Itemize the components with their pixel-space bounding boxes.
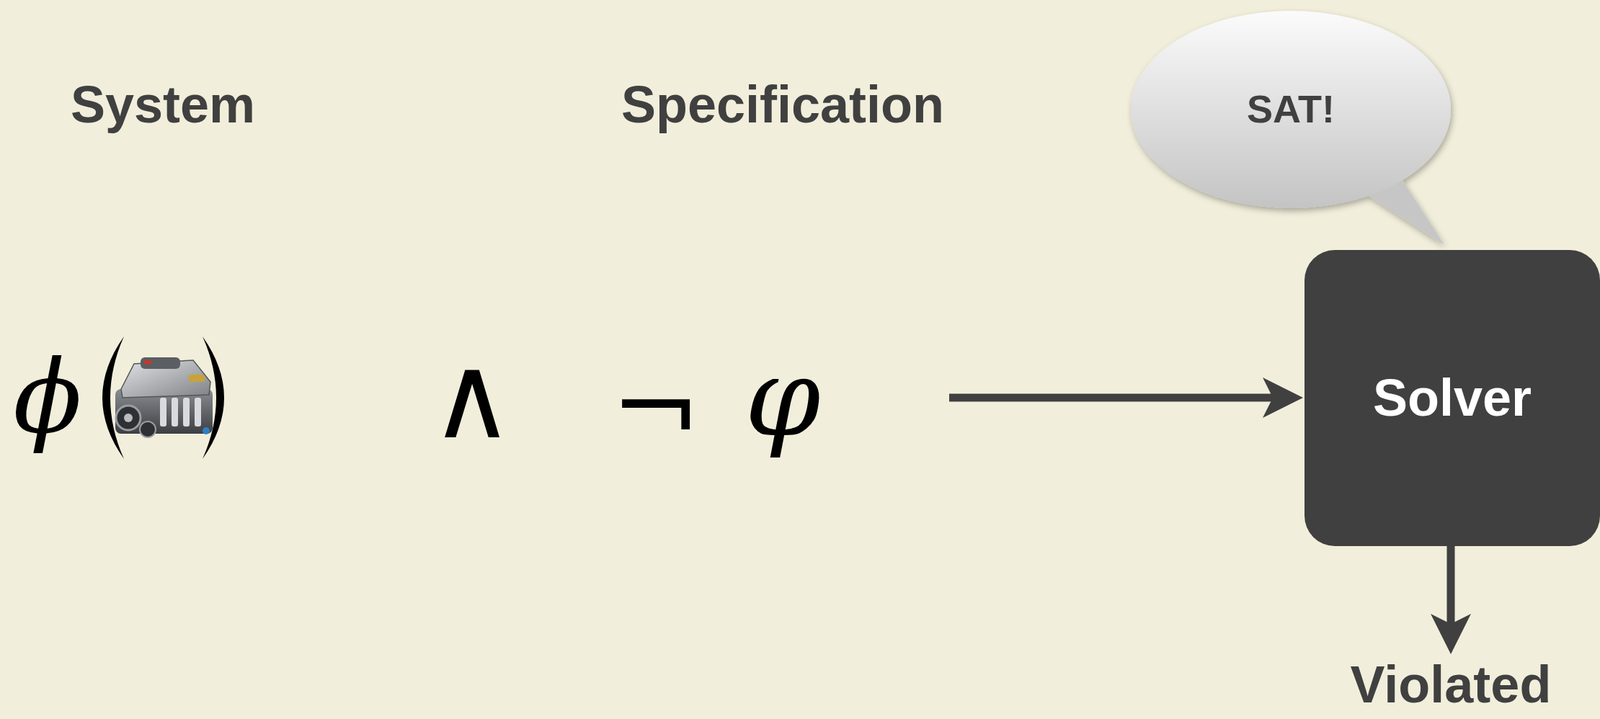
node-text: Solver [1372, 369, 1532, 427]
speech-bubble: SAT! [1129, 9, 1453, 210]
column-heading: System [70, 78, 256, 131]
math-symbol: ϕ [12, 347, 82, 449]
math-operator: ¬ [610, 353, 702, 462]
engine-part [188, 374, 205, 382]
result-label: Violated [1350, 658, 1552, 711]
bubble-ellipse [1130, 10, 1451, 209]
arrow-shaft [949, 394, 1291, 403]
arrow-head [1262, 377, 1304, 419]
column-heading: Specification [621, 78, 945, 131]
engine-sensor [202, 427, 210, 435]
arrow-head [1430, 614, 1471, 655]
engine-runners [160, 397, 202, 427]
math-operator: ∧ [429, 340, 514, 456]
solver-box: Solver [1304, 250, 1600, 547]
output-arrow [1430, 546, 1471, 655]
engine-hub [123, 413, 133, 423]
engine-pulley [116, 405, 141, 431]
engine-throttle [140, 357, 181, 370]
math-symbol: φ [744, 343, 821, 452]
engine-cap [144, 360, 152, 365]
engine-illustration [115, 357, 213, 438]
engine-pulley [139, 421, 156, 438]
node-text: SAT! [1246, 87, 1335, 131]
bubble-shape [1130, 10, 1451, 246]
input-arrow [949, 377, 1304, 419]
